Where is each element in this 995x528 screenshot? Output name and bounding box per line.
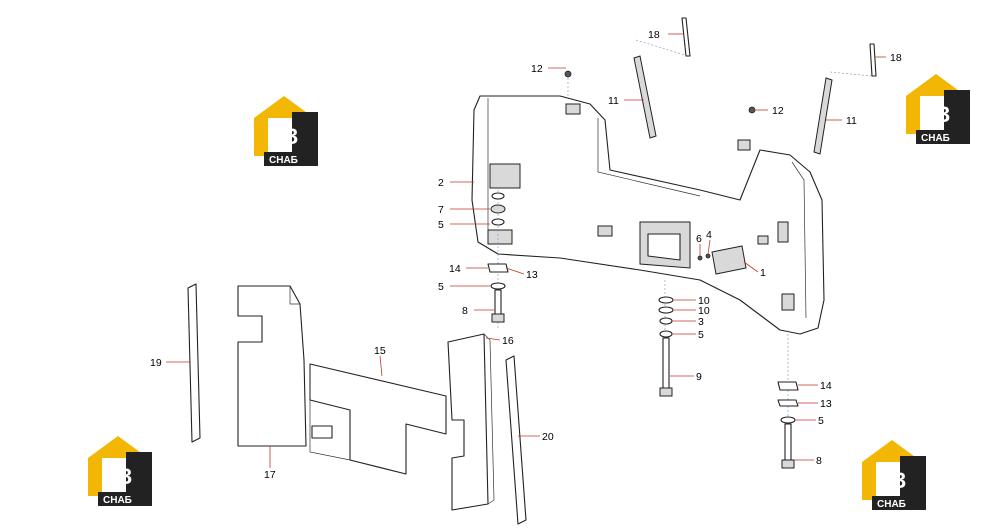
logo-mark: Н3 bbox=[270, 124, 298, 149]
plate-19 bbox=[187, 283, 201, 443]
plate-16 bbox=[447, 333, 495, 511]
callout-4: 4 bbox=[706, 229, 712, 241]
plate-20 bbox=[505, 355, 527, 525]
logo-word: СНАБ bbox=[921, 133, 950, 144]
logo-mark: Н3 bbox=[878, 468, 906, 493]
callout-5: 5 bbox=[818, 415, 824, 427]
callout-11: 11 bbox=[608, 95, 619, 107]
callout-5: 5 bbox=[698, 329, 704, 341]
callout-19: 19 bbox=[150, 357, 162, 369]
callout-7: 7 bbox=[438, 204, 444, 216]
counterweight-frame bbox=[471, 95, 825, 335]
hardware-right bbox=[777, 381, 799, 469]
hardware-left bbox=[487, 192, 509, 323]
pin-12-left bbox=[564, 70, 572, 78]
callout-12: 12 bbox=[531, 63, 543, 75]
brand-logo-bottom-left: Н3 СНАБ bbox=[88, 436, 152, 506]
strip-18-left bbox=[681, 17, 691, 57]
logo-word: СНАБ bbox=[269, 155, 298, 166]
callout-10: 10 bbox=[698, 295, 710, 307]
brand-logo-top-right: Н3 СНАБ bbox=[906, 74, 970, 144]
rod-11-left bbox=[633, 55, 657, 139]
pin-6 bbox=[697, 255, 703, 261]
callout-13: 13 bbox=[526, 269, 538, 281]
callout-14: 14 bbox=[449, 263, 461, 275]
callout-8: 8 bbox=[816, 455, 822, 467]
callout-10: 10 bbox=[698, 305, 710, 317]
callout-13: 13 bbox=[820, 398, 832, 410]
callout-2: 2 bbox=[438, 177, 444, 189]
logo-word: СНАБ bbox=[103, 495, 132, 506]
callout-12: 12 bbox=[772, 105, 784, 117]
plate-15 bbox=[309, 363, 447, 475]
callout-labels: 12 11 18 12 11 18 2 7 5 14 13 5 8 6 4 1 … bbox=[150, 29, 902, 481]
strip-18-right bbox=[869, 43, 877, 77]
callout-14: 14 bbox=[820, 380, 832, 392]
callout-16: 16 bbox=[502, 335, 514, 347]
callout-11: 11 bbox=[846, 115, 857, 127]
callout-5: 5 bbox=[438, 281, 444, 293]
rod-11-right bbox=[813, 77, 833, 155]
hardware-middle bbox=[658, 296, 674, 397]
brand-logo-top-left: Н3 СНАБ bbox=[254, 96, 318, 166]
brand-logo-bottom-right: Н3 СНАБ bbox=[862, 440, 926, 510]
pin-4 bbox=[705, 253, 711, 259]
leader-lines bbox=[166, 33, 886, 468]
callout-18: 18 bbox=[648, 29, 660, 41]
callout-17: 17 bbox=[264, 469, 276, 481]
logo-mark: Н3 bbox=[922, 102, 950, 127]
callout-15: 15 bbox=[374, 345, 386, 357]
logo-word: СНАБ bbox=[877, 499, 906, 510]
callout-9: 9 bbox=[696, 371, 702, 383]
logo-mark: Н3 bbox=[104, 464, 132, 489]
callout-18: 18 bbox=[890, 52, 902, 64]
callout-5: 5 bbox=[438, 219, 444, 231]
callout-1: 1 bbox=[760, 267, 766, 279]
callout-6: 6 bbox=[696, 233, 702, 245]
callout-20: 20 bbox=[542, 431, 554, 443]
plate-17 bbox=[237, 285, 307, 447]
callout-3: 3 bbox=[698, 316, 704, 328]
callout-8: 8 bbox=[462, 305, 468, 317]
